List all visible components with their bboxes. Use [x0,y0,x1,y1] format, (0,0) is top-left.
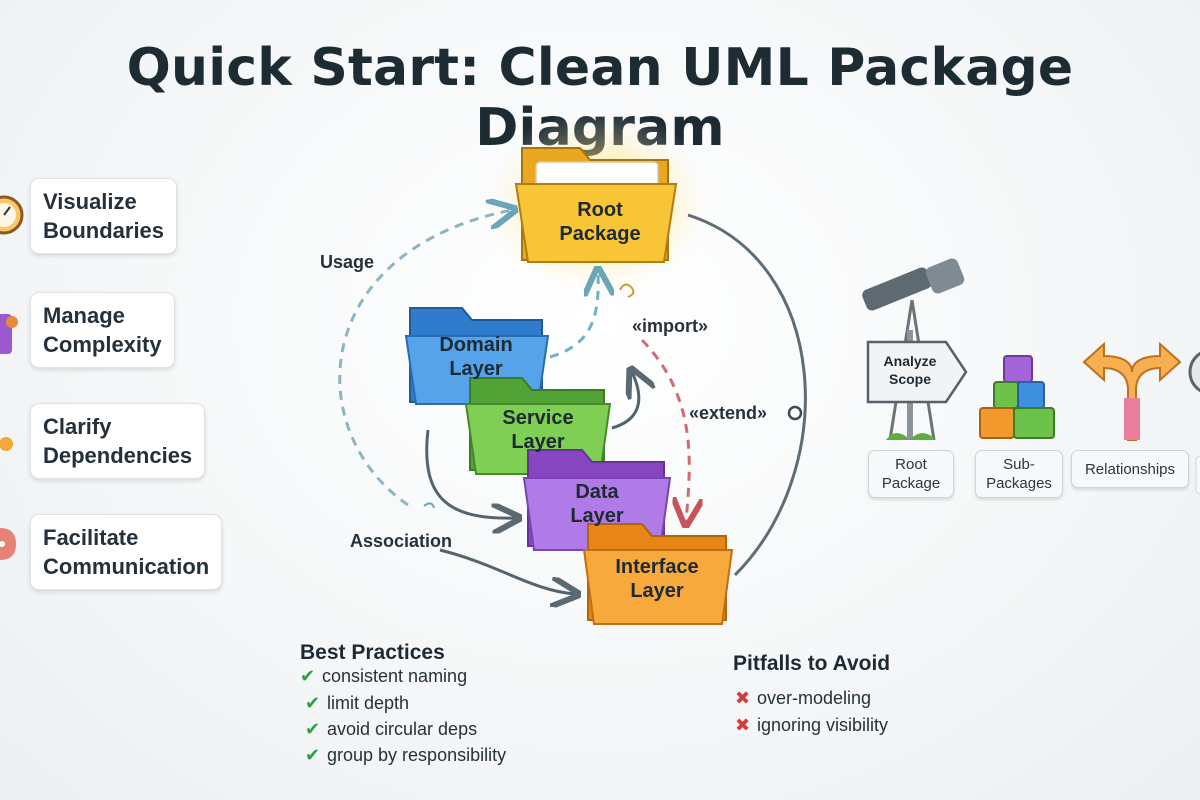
step-card-relationships: Relationships [1071,450,1189,488]
service-import-connector [611,372,639,430]
domain-to-data-connector [425,429,516,518]
best-practice-item: ✔limit depth [305,693,410,713]
import-label: «import» [632,316,709,336]
step-label: Sub-Packages [986,456,1052,492]
best-practice-item: ✔consistent naming [300,666,468,686]
association-glyph-icon [423,502,435,509]
cropped-step-icon [1188,351,1200,393]
usage-label: Usage [320,252,375,272]
fork-arrow-icon [1082,341,1182,441]
extend-label: «extend» [689,403,768,423]
root-interface-connector [687,213,807,577]
step-card-sub-packages: Sub-Packages [975,450,1063,498]
cross-icon: ✖ [735,715,751,735]
best-practice-item: ✔avoid circular deps [305,719,478,739]
telescope-signpost-icon [862,258,968,441]
association-connector [439,548,575,594]
check-icon: ✔ [305,693,321,713]
benefit-icons [0,195,24,560]
check-icon: ✔ [300,666,316,686]
best-practice-item: ✔group by responsibility [305,745,507,765]
import-glyph-icon [619,283,635,298]
cross-icon: ✖ [735,688,751,708]
check-icon: ✔ [305,719,321,739]
best-practices-title: Best Practices [300,641,445,664]
clock-icon [0,195,24,235]
extend-endpoint-circle [787,405,803,421]
pitfalls-title: Pitfalls to Avoid [733,652,891,675]
pitfall-item: ✖ignoring visibility [735,715,889,735]
cropped-step-card [1195,455,1200,495]
interface-layer-folder-icon [582,523,734,625]
pitfall-item: ✖over-modeling [735,688,872,708]
usage-connector [338,210,512,507]
dot-icon [0,437,13,451]
root-package-folder-icon [514,147,678,263]
domain-to-root-connector [549,272,598,359]
blocks-icon [979,355,1055,439]
check-icon: ✔ [305,745,321,765]
association-label: Association [350,531,453,551]
speech-bubble-icon [0,528,16,560]
puzzle-icon [0,314,18,354]
step-label: Relationships [1084,460,1176,478]
